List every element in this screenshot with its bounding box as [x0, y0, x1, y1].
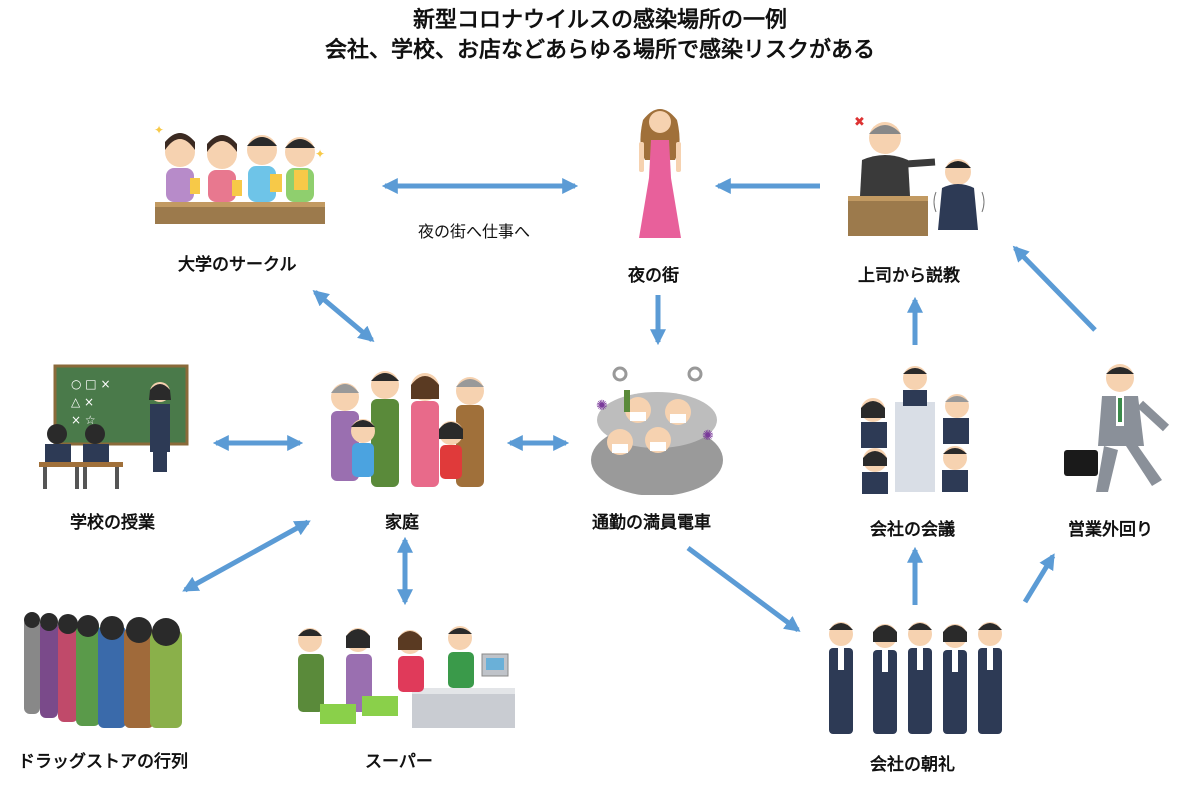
businessman-walking-illustration — [1064, 364, 1170, 492]
label-boss-lecture: 上司から説教 — [858, 266, 960, 286]
svg-text:✺: ✺ — [702, 428, 714, 444]
svg-text:△ ×: △ × — [71, 395, 94, 409]
svg-text:✖: ✖ — [854, 115, 865, 130]
svg-text:✦: ✦ — [315, 147, 325, 161]
arrow-train-to-morning — [686, 545, 801, 633]
label-morning-assembly: 会社の朝礼 — [870, 755, 955, 775]
diagram-title-line-1: 新型コロナウイルスの感染場所の一例 — [412, 8, 787, 33]
label-company-meeting: 会社の会議 — [870, 520, 955, 540]
label-sales-rounds: 営業外回り — [1068, 520, 1153, 540]
label-home: 家庭 — [385, 513, 419, 533]
label-drugstore-line: ドラッグストアの行列 — [18, 752, 188, 772]
family-group-illustration — [331, 371, 484, 487]
svg-text:✦: ✦ — [154, 123, 164, 137]
boss-scolding-employee-illustration: ✖ — [848, 115, 985, 236]
people-toasting-illustration: ✦✦ — [154, 123, 325, 224]
label-night-town: 夜の街 — [628, 266, 679, 286]
svg-text:○ □ ×: ○ □ × — [71, 377, 111, 391]
svg-text:× ☆: × ☆ — [71, 413, 96, 427]
label-school-class: 学校の授業 — [70, 513, 155, 533]
svg-text:✺: ✺ — [596, 398, 608, 414]
label-university-circle: 大学のサークル — [178, 255, 297, 275]
arrow-sales-to-scolding — [1012, 245, 1097, 332]
arrow-family-drugstore — [182, 519, 311, 593]
hostess-in-dress-illustration — [639, 109, 681, 238]
diagram-title-line-2: 会社、学校、お店などあらゆる場所で感染リスクがある — [324, 38, 875, 63]
label-supermarket: スーパー — [365, 752, 433, 772]
crowded-train-illustration: ✺✺ — [590, 360, 725, 495]
supermarket-checkout-illustration — [298, 626, 515, 728]
arrow-morning-to-sales — [1022, 553, 1056, 604]
morning-assembly-illustration — [829, 622, 1002, 734]
arrow-circle-family — [312, 289, 375, 343]
office-meeting-illustration — [861, 366, 969, 494]
people-in-line-illustration — [24, 612, 182, 728]
edge-note-night-work: 夜の街へ仕事へ — [418, 222, 531, 241]
label-commuter-train: 通勤の満員電車 — [592, 513, 711, 533]
teacher-and-students-illustration: ○ □ × △ × × ☆ — [39, 364, 189, 489]
